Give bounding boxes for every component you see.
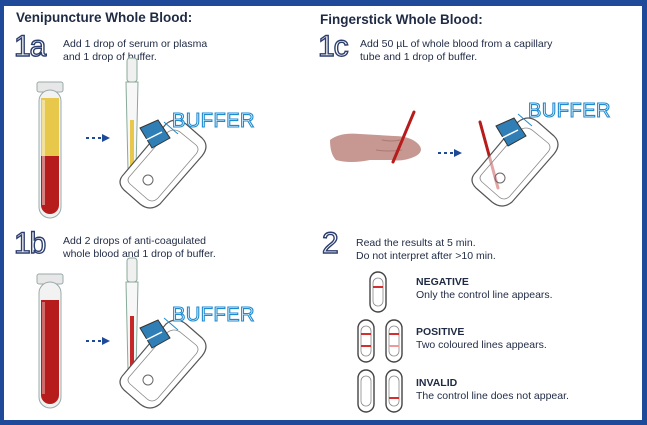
blood-tube-icon bbox=[34, 78, 74, 228]
top-border bbox=[0, 0, 647, 6]
step-1c-number: 1c bbox=[318, 30, 348, 64]
buffer-label-1b: BUFFER bbox=[172, 304, 255, 327]
capillary-tube-icon bbox=[388, 108, 418, 166]
buffer-label-1a: BUFFER bbox=[172, 110, 255, 133]
step-1c-line2: tube and 1 drop of buffer. bbox=[360, 51, 477, 64]
result-negative-desc: Only the control line appears. bbox=[416, 289, 553, 301]
step-2-line2: Do not interpret after >10 min. bbox=[356, 250, 496, 263]
blood-tube-icon bbox=[34, 270, 74, 415]
step-1c-line1: Add 50 µL of whole blood from a capillar… bbox=[360, 38, 552, 51]
result-positive-title: POSITIVE bbox=[416, 326, 464, 338]
result-negative-title: NEGATIVE bbox=[416, 276, 469, 288]
buffer-pointer-line bbox=[160, 316, 180, 332]
step-1b-number: 1b bbox=[14, 227, 45, 261]
bottom-border bbox=[0, 420, 647, 425]
positive-strip-icon bbox=[356, 318, 406, 364]
step-1b-line1: Add 2 drops of anti-coagulated bbox=[63, 235, 206, 248]
result-invalid-title: INVALID bbox=[416, 377, 457, 389]
dashed-arrow-right-icon bbox=[438, 148, 464, 158]
buffer-pointer-line bbox=[160, 120, 180, 136]
step-1a-number: 1a bbox=[14, 30, 45, 64]
invalid-strip-icon bbox=[356, 368, 406, 414]
hand-icon bbox=[330, 110, 440, 180]
result-positive-desc: Two coloured lines appears. bbox=[416, 339, 547, 351]
venipuncture-heading: Venipuncture Whole Blood: bbox=[16, 10, 192, 25]
test-cassette-icon bbox=[470, 116, 570, 208]
step-1a-line1: Add 1 drop of serum or plasma bbox=[63, 38, 207, 51]
step-2-number: 2 bbox=[322, 227, 338, 261]
dashed-arrow-right-icon bbox=[86, 336, 112, 346]
negative-strip-icon bbox=[368, 270, 388, 314]
buffer-pointer-line bbox=[514, 112, 534, 128]
dashed-arrow-right-icon bbox=[86, 133, 112, 143]
result-invalid-desc: The control line does not appear. bbox=[416, 390, 569, 402]
buffer-label-1c: BUFFER bbox=[528, 100, 611, 123]
right-border bbox=[642, 0, 647, 425]
left-border bbox=[0, 0, 4, 425]
fingerstick-heading: Fingerstick Whole Blood: bbox=[320, 12, 483, 27]
step-2-line1: Read the results at 5 min. bbox=[356, 237, 476, 250]
